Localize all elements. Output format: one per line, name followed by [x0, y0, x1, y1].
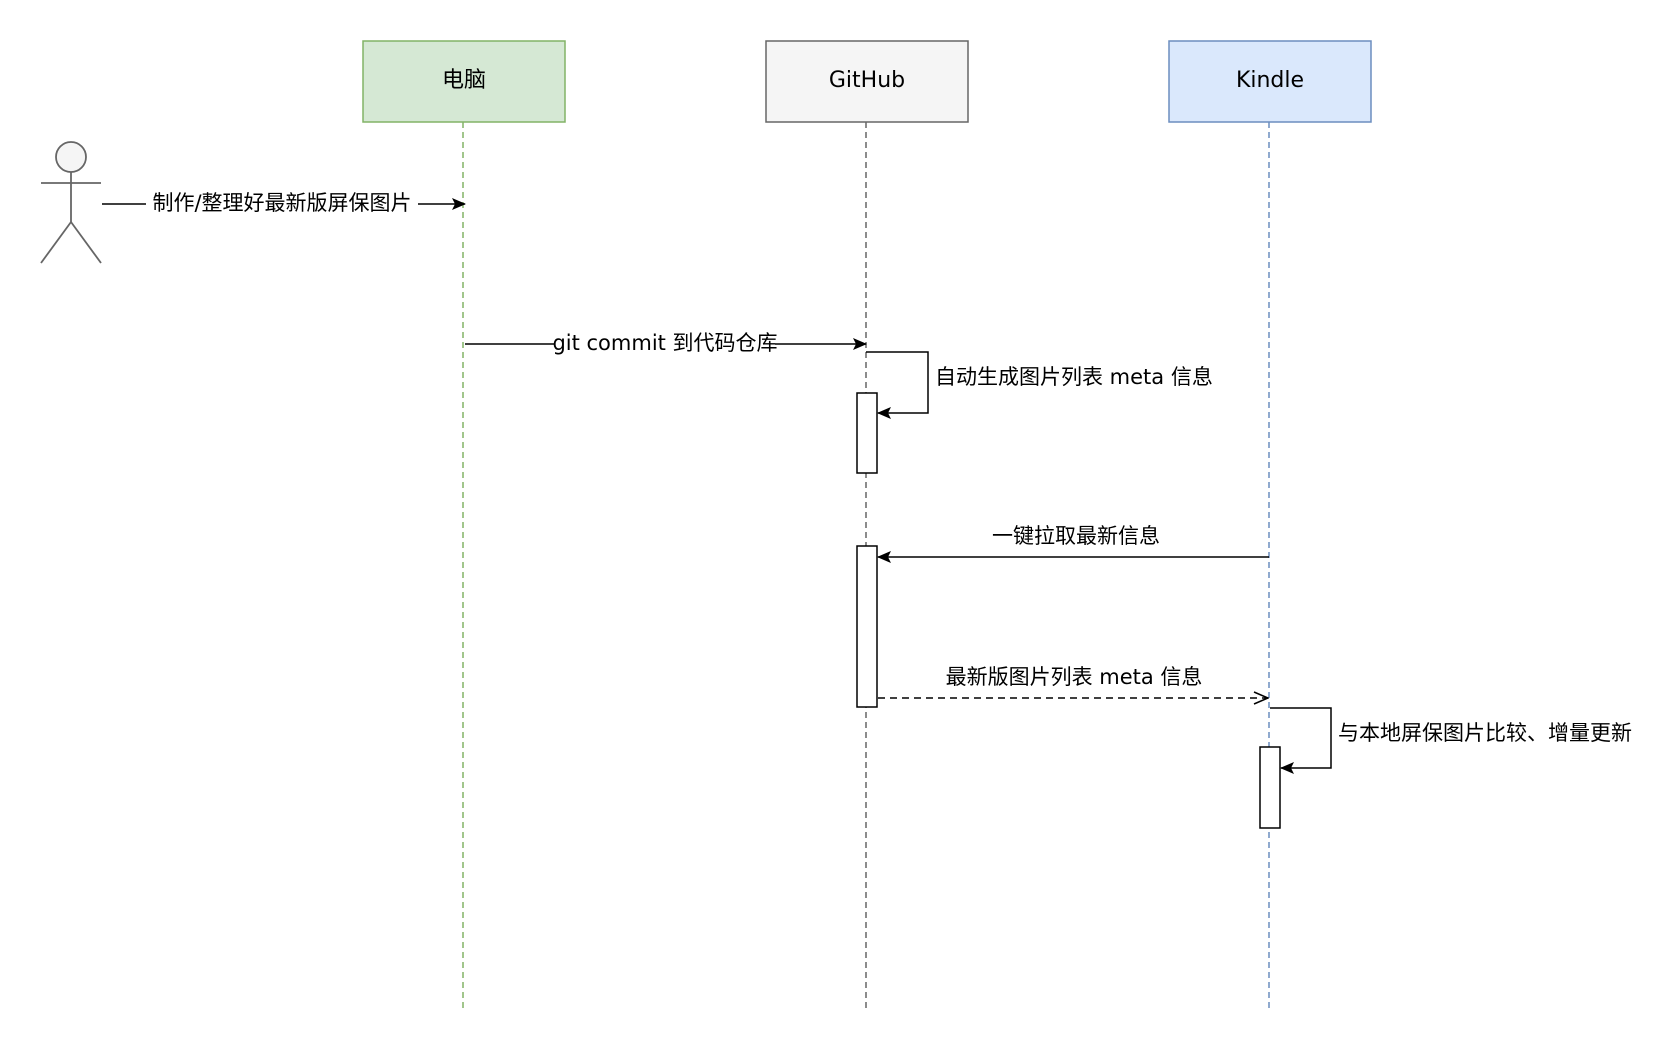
actor-leg-left [40, 221, 72, 264]
github-activation-1 [856, 392, 878, 474]
make-images-label: 制作/整理好最新版屏保图片 [152, 191, 411, 215]
actor-stick-figure [40, 141, 102, 264]
participant-github-label: GitHub [829, 68, 905, 93]
actor-head [55, 141, 87, 173]
participant-kindle-box [1168, 40, 1372, 123]
actor-leg-right [70, 221, 102, 264]
compare-update-arrow [1270, 707, 1332, 774]
auto-generate-arrow [866, 351, 929, 419]
github-activation-2 [856, 545, 878, 708]
participant-computer-label: 电脑 [442, 68, 486, 93]
participant-github-box [765, 40, 969, 123]
participant-computer[interactable]: 电脑 [362, 40, 566, 123]
make-images-label-bg [146, 191, 418, 217]
participant-github[interactable]: GitHub [765, 40, 969, 123]
participant-kindle[interactable]: Kindle [1168, 40, 1372, 123]
git-commit-label: git commit 到代码仓库 [552, 331, 777, 355]
auto-generate-label: 自动生成图片列表 meta 信息 [935, 365, 1213, 389]
kindle-activation [1259, 746, 1281, 829]
participant-kindle-label: Kindle [1236, 68, 1304, 93]
latest-meta-label: 最新版图片列表 meta 信息 [946, 665, 1203, 689]
participant-computer-box [362, 40, 566, 123]
pull-latest-label: 一键拉取最新信息 [992, 524, 1160, 548]
compare-update-label: 与本地屏保图片比较、增量更新 [1338, 721, 1632, 745]
git-commit-label-bg [555, 331, 775, 357]
